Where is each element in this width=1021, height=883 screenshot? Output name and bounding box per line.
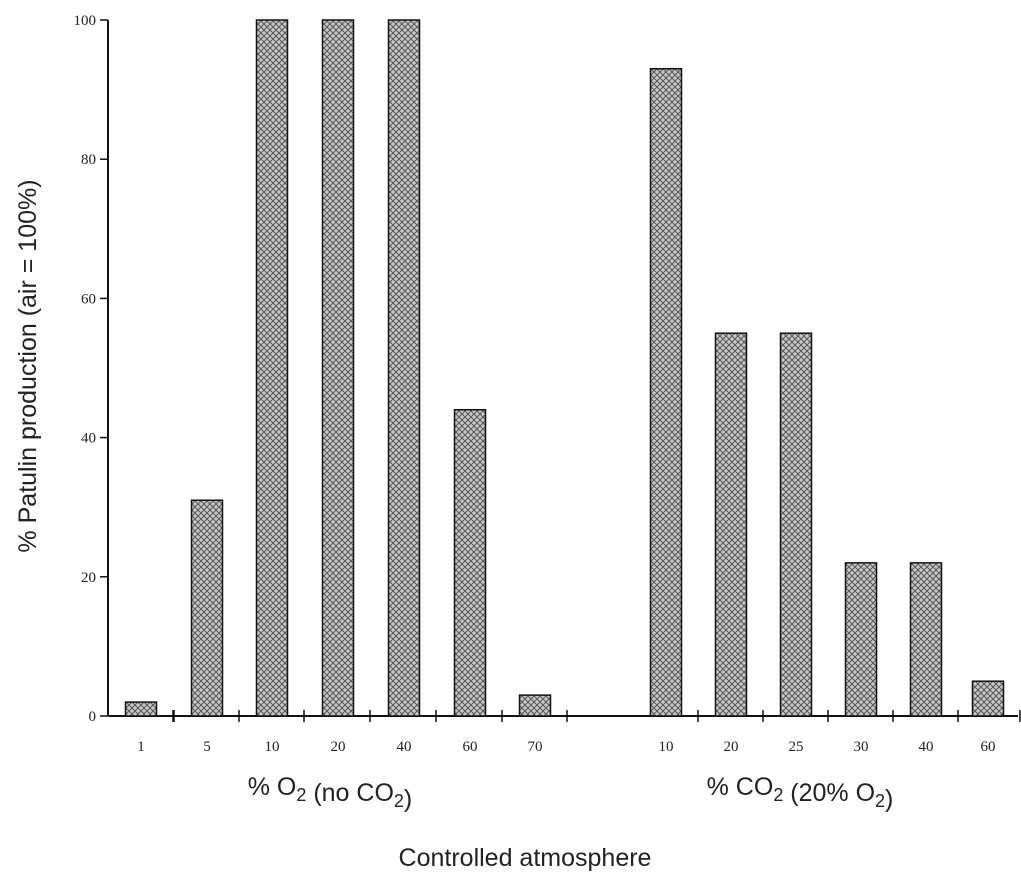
x-tick-label: 60 (463, 739, 478, 755)
group-label: % O2 (no CO2) (248, 773, 413, 813)
y-tick-label: 60 (81, 291, 96, 307)
group-label: % CO2 (20% O2) (707, 773, 894, 813)
label-subscript: 2 (296, 785, 306, 805)
group-labels: % O2 (no CO2)% CO2 (20% O2) (248, 773, 894, 813)
y-tick-label: 100 (74, 13, 97, 29)
y-tick-label: 20 (81, 570, 96, 586)
y-tick-label: 40 (81, 431, 96, 447)
y-tick-label: 0 (89, 709, 97, 725)
label-text: ) (404, 785, 412, 813)
chart-axes (100, 19, 1021, 722)
bar (321, 19, 355, 717)
bar (255, 19, 289, 717)
x-tick-label: 10 (265, 739, 280, 755)
bar (844, 562, 878, 717)
bar (971, 680, 1005, 717)
x-tick-label: 20 (331, 739, 346, 755)
x-tick-label: 25 (789, 739, 804, 755)
bar (453, 409, 487, 717)
x-tick-label: 5 (203, 739, 211, 755)
bar (518, 694, 552, 717)
bar (649, 67, 683, 717)
y-tick-labels: 0 20 40 60 80 100 (74, 13, 97, 725)
x-tick-label: 30 (854, 739, 869, 755)
label-subscript: 2 (394, 791, 404, 811)
label-text: (20% O (783, 779, 875, 807)
x-tick-label: 40 (397, 739, 412, 755)
y-axis-label: % Patulin production (air = 100%) (14, 179, 42, 552)
x-tick-label: 70 (528, 739, 543, 755)
x-tick-labels: 1 5 10 20 40 60 70 10 20 25 30 40 60 (137, 739, 995, 755)
bar (779, 332, 813, 717)
x-tick-label: 10 (659, 739, 674, 755)
label-text: % CO (707, 773, 774, 801)
bar (190, 499, 224, 717)
x-tick-label: 60 (981, 739, 996, 755)
label-text: % O (248, 773, 297, 801)
label-subscript: 2 (875, 791, 885, 811)
bar (909, 562, 943, 717)
bar (387, 19, 421, 717)
x-tick-label: 20 (724, 739, 739, 755)
chart-bars (124, 19, 1005, 717)
y-tick-label: 80 (81, 152, 96, 168)
x-axis-label: Controlled atmosphere (399, 844, 652, 872)
bar (714, 332, 748, 717)
x-tick-label: 1 (137, 739, 145, 755)
label-subscript: 2 (773, 785, 783, 805)
bar (124, 701, 158, 717)
x-tick-label: 40 (919, 739, 934, 755)
label-text: (no CO (306, 779, 394, 807)
label-text: ) (885, 785, 893, 813)
